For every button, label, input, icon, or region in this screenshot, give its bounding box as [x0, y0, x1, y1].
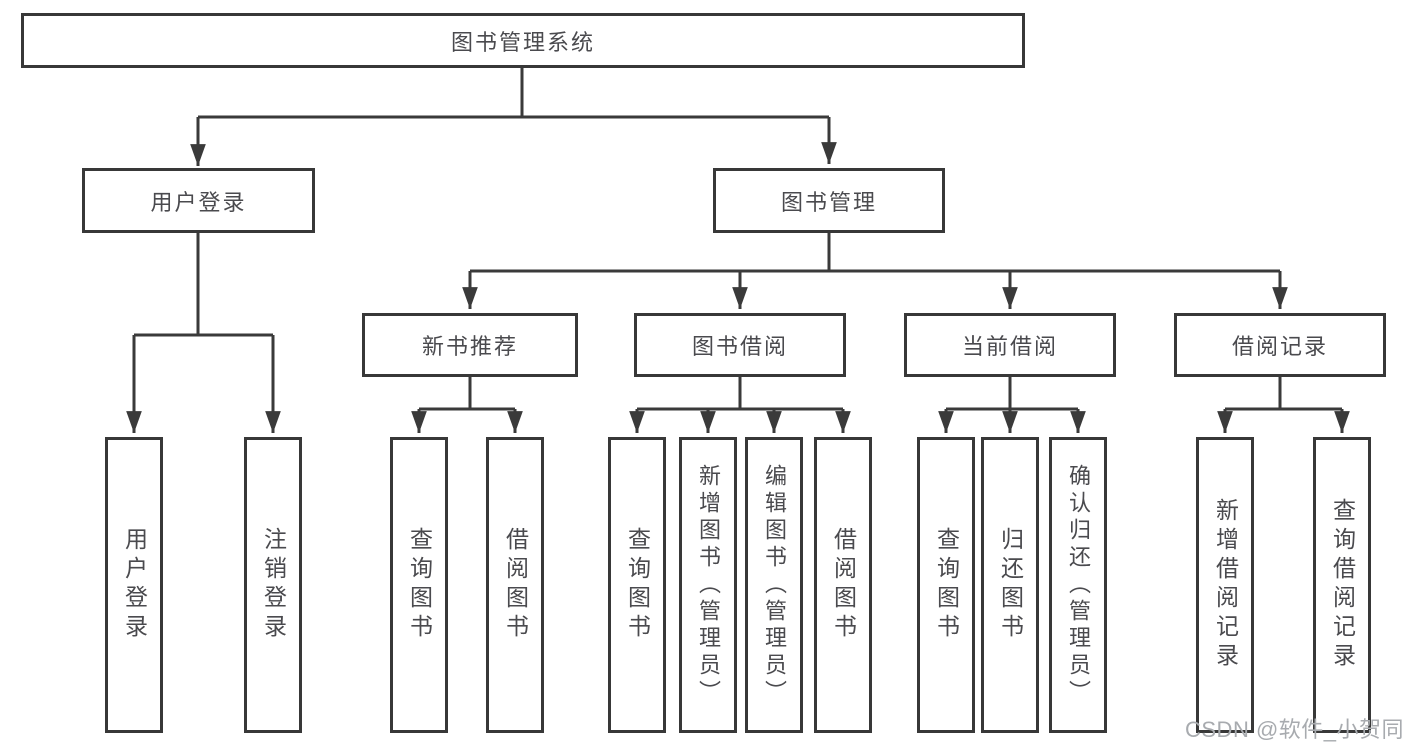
leaf-user-login: 用户登录	[105, 437, 163, 733]
node-label: 图书借阅	[691, 334, 788, 359]
node-label: 当前借阅	[961, 334, 1058, 359]
leaf-records-query-record: 查询借阅记录	[1313, 437, 1371, 733]
leaf-recommend-borrow-books: 借阅图书	[486, 437, 544, 733]
node-label: 新书推荐	[421, 334, 518, 359]
node-book-management: 图书管理	[713, 168, 945, 233]
connector-book-borrow-children	[629, 377, 851, 433]
leaf-label: 查询图书	[933, 527, 960, 643]
leaf-borrow-add-books-admin: 新增图书（管理员）	[679, 437, 737, 733]
leaf-label: 查询图书	[624, 527, 651, 643]
node-label: 借阅记录	[1231, 334, 1328, 359]
leaf-current-return-books: 归还图书	[981, 437, 1039, 733]
connector-user-login-children	[126, 233, 281, 433]
watermark-csdn: CSDN @软件_小贺同学	[1185, 717, 1405, 742]
leaf-borrow-edit-books-admin: 编辑图书（管理员）	[745, 437, 803, 733]
leaf-label: 借阅图书	[502, 527, 529, 643]
leaf-label: 新增图书（管理员）	[696, 463, 721, 707]
leaf-label: 编辑图书（管理员）	[762, 463, 787, 707]
connector-current-borrow-children	[938, 377, 1086, 433]
connector-new-book-rec-children	[411, 377, 523, 433]
leaf-label: 查询图书	[406, 527, 433, 643]
node-library-system: 图书管理系统	[21, 13, 1025, 68]
node-current-borrowing: 当前借阅	[904, 313, 1116, 377]
connector-root-to-level2	[190, 68, 837, 166]
leaf-label: 注销登录	[260, 527, 287, 643]
node-user-login: 用户登录	[82, 168, 315, 233]
leaf-borrow-borrow-books: 借阅图书	[814, 437, 872, 733]
leaf-label: 用户登录	[121, 527, 148, 643]
leaf-label: 归还图书	[997, 527, 1024, 643]
leaf-label: 查询借阅记录	[1329, 498, 1356, 672]
connector-book-mgmt-to-level3	[462, 233, 1288, 309]
leaf-records-add-record: 新增借阅记录	[1196, 437, 1254, 733]
leaf-logout: 注销登录	[244, 437, 302, 733]
leaf-current-confirm-return-admin: 确认归还（管理员）	[1049, 437, 1107, 733]
leaf-recommend-query-books: 查询图书	[390, 437, 448, 733]
node-label: 图书管理	[780, 189, 877, 215]
node-book-borrowing: 图书借阅	[634, 313, 846, 377]
node-borrowing-records: 借阅记录	[1174, 313, 1386, 377]
leaf-label: 确认归还（管理员）	[1066, 463, 1091, 707]
leaf-current-query-books: 查询图书	[917, 437, 975, 733]
node-label: 用户登录	[150, 189, 247, 215]
leaf-borrow-query-books: 查询图书	[608, 437, 666, 733]
node-new-book-recommend: 新书推荐	[362, 313, 578, 377]
node-label: 图书管理系统	[450, 29, 595, 55]
connector-borrow-records-children	[1217, 377, 1350, 433]
leaf-label: 借阅图书	[830, 527, 857, 643]
leaf-label: 新增借阅记录	[1212, 498, 1239, 672]
